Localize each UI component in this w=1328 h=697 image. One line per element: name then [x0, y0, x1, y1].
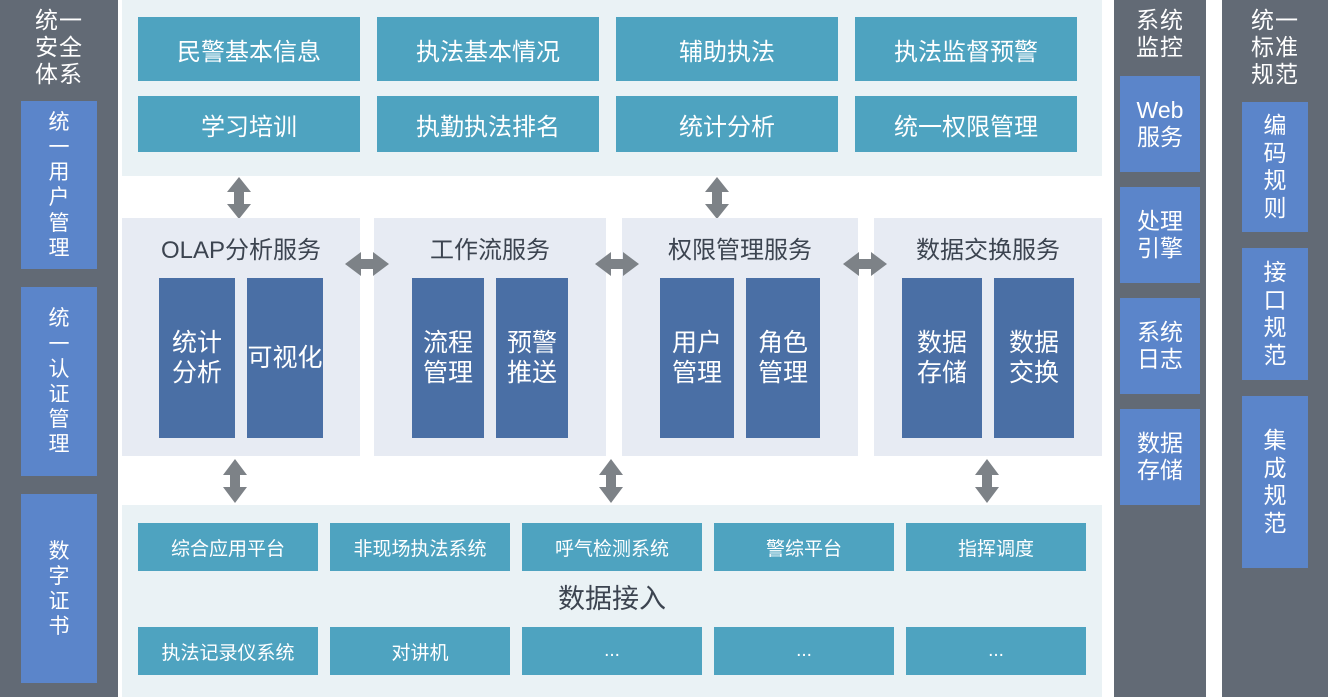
monitor-item-system-log[interactable]: 系统 日志	[1120, 298, 1200, 395]
data-source-more-3[interactable]: ...	[906, 627, 1086, 675]
arrow-app-to-permission-icon	[702, 176, 732, 220]
app-item-unified-permission-management[interactable]: 统一权限管理	[855, 96, 1077, 152]
right-sidebar-system-monitoring: 系统 监控 Web 服务 处理 引擎 系统 日志 数据 存储	[1114, 0, 1206, 697]
service-layer: OLAP分析服务 统计 分析 可视化 工作流服务 流程 管理 预警 推送 权限管…	[122, 218, 1102, 456]
app-item-enforcement-basics[interactable]: 执法基本情况	[377, 17, 599, 81]
service-panel-workflow: 工作流服务 流程 管理 预警 推送	[374, 218, 606, 456]
left-sidebar-security-system: 统一 安全 体系 统 一 用 户 管 理 统 一 认 证 管 理 数 字 证 书	[0, 0, 118, 697]
sidebar-item-digital-certificate[interactable]: 数 字 证 书	[21, 494, 97, 684]
sidebar-item-unified-user-management[interactable]: 统 一 用 户 管 理	[21, 101, 97, 270]
service-panel-olap: OLAP分析服务 统计 分析 可视化	[122, 218, 360, 456]
arrow-data-exchange-to-data-icon	[972, 458, 1002, 504]
service-panel-permission: 权限管理服务 用户 管理 角色 管理	[622, 218, 858, 456]
service-item-alert-push[interactable]: 预警 推送	[496, 278, 568, 438]
app-item-assisted-enforcement[interactable]: 辅助执法	[616, 17, 838, 81]
monitor-item-web-service[interactable]: Web 服务	[1120, 76, 1200, 173]
service-item-role-management[interactable]: 角色 管理	[746, 278, 820, 438]
data-source-more-2[interactable]: ...	[714, 627, 894, 675]
service-panel-workflow-children: 流程 管理 预警 推送	[374, 278, 606, 438]
arrow-app-to-olap-icon	[224, 176, 254, 220]
service-item-visualization[interactable]: 可视化	[247, 278, 323, 438]
app-item-duty-ranking[interactable]: 执勤执法排名	[377, 96, 599, 152]
app-item-enforcement-supervision-alert[interactable]: 执法监督预警	[855, 17, 1077, 81]
service-panel-data-exchange-title: 数据交换服务	[916, 237, 1060, 264]
center-stage: 民警基本信息 执法基本情况 辅助执法 执法监督预警 学习培训 执勤执法排名 统计…	[118, 0, 1114, 697]
arrow-workflow-to-data-icon	[596, 458, 626, 504]
app-item-training[interactable]: 学习培训	[138, 96, 360, 152]
monitor-item-process-engine[interactable]: 处理 引擎	[1120, 187, 1200, 284]
arrow-olap-to-workflow-icon	[344, 248, 390, 280]
data-source-breath-detection[interactable]: 呼气检测系统	[522, 523, 702, 571]
standard-item-interface-spec[interactable]: 接 口 规 范	[1242, 248, 1308, 381]
application-layer-grid: 民警基本信息 执法基本情况 辅助执法 执法监督预警 学习培训 执勤执法排名 统计…	[122, 0, 1102, 176]
arrow-workflow-to-permission-icon	[594, 248, 640, 280]
service-panel-workflow-title: 工作流服务	[430, 237, 550, 264]
data-access-top-row: 综合应用平台 非现场执法系统 呼气检测系统 警综平台 指挥调度	[138, 523, 1086, 571]
standard-item-integration-spec[interactable]: 集 成 规 范	[1242, 396, 1308, 569]
monitor-item-data-storage[interactable]: 数据 存储	[1120, 409, 1200, 506]
arrow-permission-to-data-exchange-icon	[842, 248, 888, 280]
left-sidebar-title: 统一 安全 体系	[35, 7, 83, 88]
service-item-process-management[interactable]: 流程 管理	[412, 278, 484, 438]
service-panel-olap-title: OLAP分析服务	[160, 237, 322, 264]
service-item-statistical-analysis[interactable]: 统计 分析	[159, 278, 235, 438]
right-sidebar-unified-standards: 统一 标准 规范 编 码 规 则 接 口 规 范 集 成 规 范	[1222, 0, 1328, 697]
service-item-data-exchange[interactable]: 数据 交换	[994, 278, 1074, 438]
data-source-walkie-talkie[interactable]: 对讲机	[330, 627, 510, 675]
app-item-statistical-analysis[interactable]: 统计分析	[616, 96, 838, 152]
service-panel-permission-title: 权限管理服务	[668, 237, 812, 264]
right-sidebar-2-title: 统一 标准 规范	[1251, 7, 1299, 88]
sidebar-item-unified-auth-management[interactable]: 统 一 认 证 管 理	[21, 287, 97, 477]
app-item-police-basic-info[interactable]: 民警基本信息	[138, 17, 360, 81]
data-source-law-recorder[interactable]: 执法记录仪系统	[138, 627, 318, 675]
service-item-user-management[interactable]: 用户 管理	[660, 278, 734, 438]
data-access-bottom-row: 执法记录仪系统 对讲机 ... ... ...	[138, 627, 1086, 675]
service-item-data-storage[interactable]: 数据 存储	[902, 278, 982, 438]
service-panel-olap-children: 统计 分析 可视化	[122, 278, 360, 438]
standard-item-coding-rules[interactable]: 编 码 规 则	[1242, 102, 1308, 233]
data-source-integrated-platform[interactable]: 综合应用平台	[138, 523, 318, 571]
data-access-layer: 综合应用平台 非现场执法系统 呼气检测系统 警综平台 指挥调度 数据接入 执法记…	[122, 505, 1102, 697]
data-source-more-1[interactable]: ...	[522, 627, 702, 675]
application-layer: 民警基本信息 执法基本情况 辅助执法 执法监督预警 学习培训 执勤执法排名 统计…	[122, 0, 1102, 176]
data-source-command-dispatch[interactable]: 指挥调度	[906, 523, 1086, 571]
data-source-offsite-enforcement[interactable]: 非现场执法系统	[330, 523, 510, 571]
service-panel-data-exchange-children: 数据 存储 数据 交换	[874, 278, 1102, 438]
service-panel-data-exchange: 数据交换服务 数据 存储 数据 交换	[874, 218, 1102, 456]
service-panel-permission-children: 用户 管理 角色 管理	[622, 278, 858, 438]
right-sidebar-1-title: 系统 监控	[1136, 7, 1184, 61]
data-access-label: 数据接入	[558, 584, 666, 614]
arrow-olap-to-data-icon	[220, 458, 250, 504]
data-source-police-platform[interactable]: 警综平台	[714, 523, 894, 571]
